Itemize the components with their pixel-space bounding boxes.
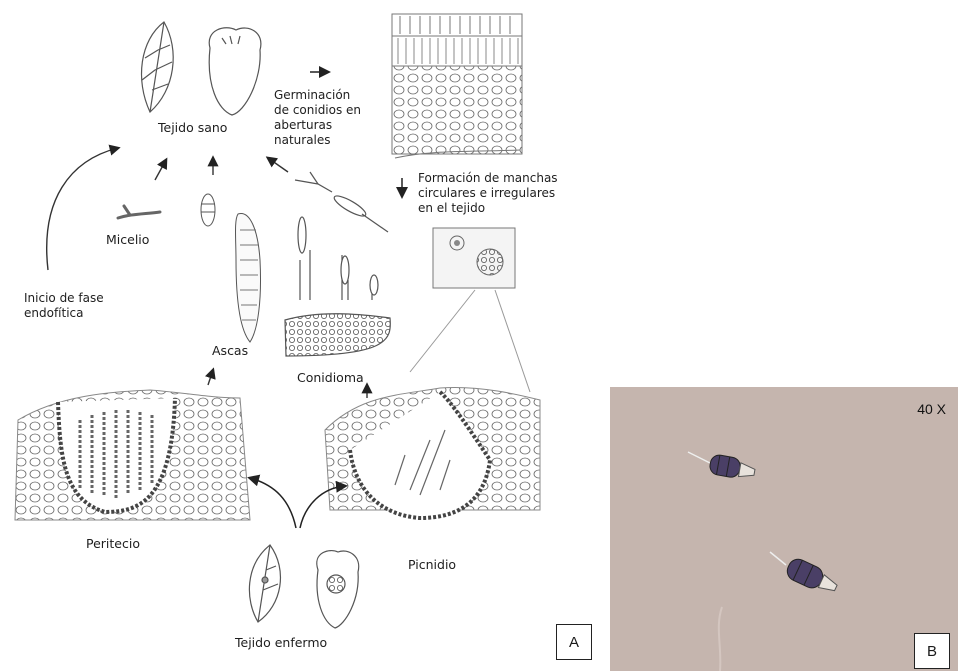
conidium-icon (201, 194, 215, 226)
healthy-fruit-icon (209, 28, 261, 115)
formacion-label: Formación de manchas circulares e irregu… (418, 171, 558, 216)
conidioma-label: Conidioma (297, 370, 364, 386)
tejido-sano-label: Tejido sano (158, 120, 227, 136)
tejido-enfermo-label: Tejido enfermo (235, 635, 327, 651)
perithecium-icon (15, 390, 250, 520)
germinacion-label: Germinación de conidios en aberturas nat… (274, 88, 361, 148)
healthy-leaf-icon (142, 22, 174, 112)
diseased-fruit-icon (317, 551, 359, 628)
conidiophores-icon (285, 172, 390, 356)
pycnidium-icon (325, 387, 540, 518)
ascus-icon (236, 213, 261, 342)
spore-icon (610, 387, 958, 671)
panel-b-label: B (914, 633, 950, 669)
diseased-leaf-icon (249, 545, 280, 622)
peritecio-label: Peritecio (86, 536, 140, 552)
picnidio-label: Picnidio (408, 557, 456, 573)
mycelium-icon (118, 206, 160, 218)
magnification-label: 40 X (917, 401, 946, 417)
cross-section-icon (392, 14, 522, 158)
ascas-label: Ascas (212, 343, 248, 359)
inicio-label: Inicio de fase endofítica (24, 291, 104, 321)
micrograph-panel: 40 X B (610, 387, 958, 671)
micelio-label: Micelio (106, 232, 149, 248)
panel-a-label: A (556, 624, 592, 660)
leaf-spots-icon (433, 228, 515, 288)
